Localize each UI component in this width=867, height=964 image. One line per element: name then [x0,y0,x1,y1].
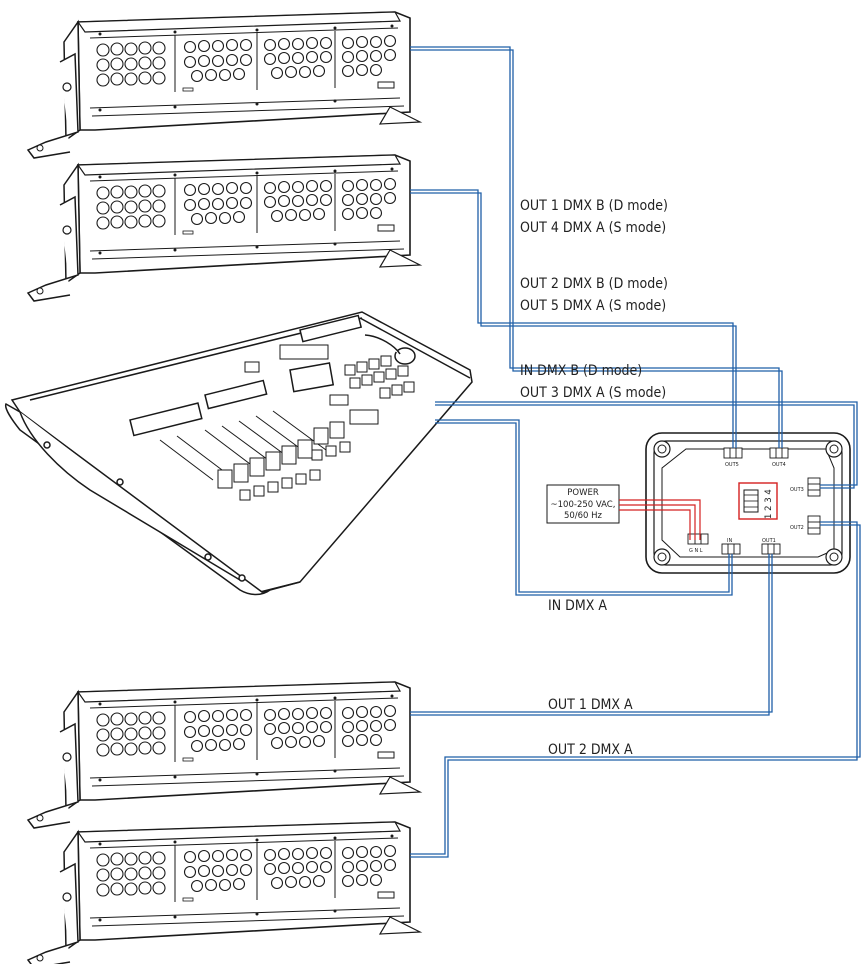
port-label-out5: OUT5 [725,462,739,468]
dip-switch: 1 2 3 4 [738,482,778,520]
label-out5-dmx-a: OUT 5 DMX A (S mode) [520,298,666,314]
cable-in [435,419,730,593]
label-out1-dmx-a: OUT 1 DMX A [548,697,633,713]
cable-out5 [410,189,734,448]
power-box: POWER ~100-250 VAC, 50/60 Hz [546,484,620,524]
power-voltage: ~100-250 VAC, [551,500,616,510]
label-out2-dmx-b: OUT 2 DMX B (D mode) [520,276,668,292]
port-label-out4: OUT4 [772,462,786,468]
label-out3-dmx-a: OUT 3 DMX A (S mode) [520,385,666,401]
led-fixture-1 [27,11,421,159]
led-fixture-3 [27,681,421,829]
port-label-in: IN [727,538,732,544]
led-fixture-4 [27,821,421,964]
cable-out1 [410,554,770,716]
power-cable [619,499,701,540]
cable-out4 [410,46,780,448]
led-fixture-2 [27,154,421,302]
cable-out3 [435,401,858,486]
label-in-dmx-b: IN DMX B (D mode) [520,363,642,379]
power-terminal-label: G N L [689,548,703,554]
label-out4-dmx-a: OUT 4 DMX A (S mode) [520,220,666,236]
cable-out2 [410,521,858,858]
power-frequency: 50/60 Hz [564,511,603,521]
lighting-console [4,311,473,596]
port-label-out2: OUT2 [790,525,804,531]
label-out2-dmx-a: OUT 2 DMX A [548,742,633,758]
port-label-out1: OUT1 [762,538,776,544]
label-out1-dmx-b: OUT 1 DMX B (D mode) [520,198,668,214]
splitter-terminals [687,447,821,555]
dip-switch-numbers: 1 2 3 4 [764,489,774,519]
label-in-dmx-a: IN DMX A [548,598,607,614]
port-label-out3: OUT3 [790,487,804,493]
dmx-cables [410,46,861,858]
power-title: POWER [567,488,599,498]
